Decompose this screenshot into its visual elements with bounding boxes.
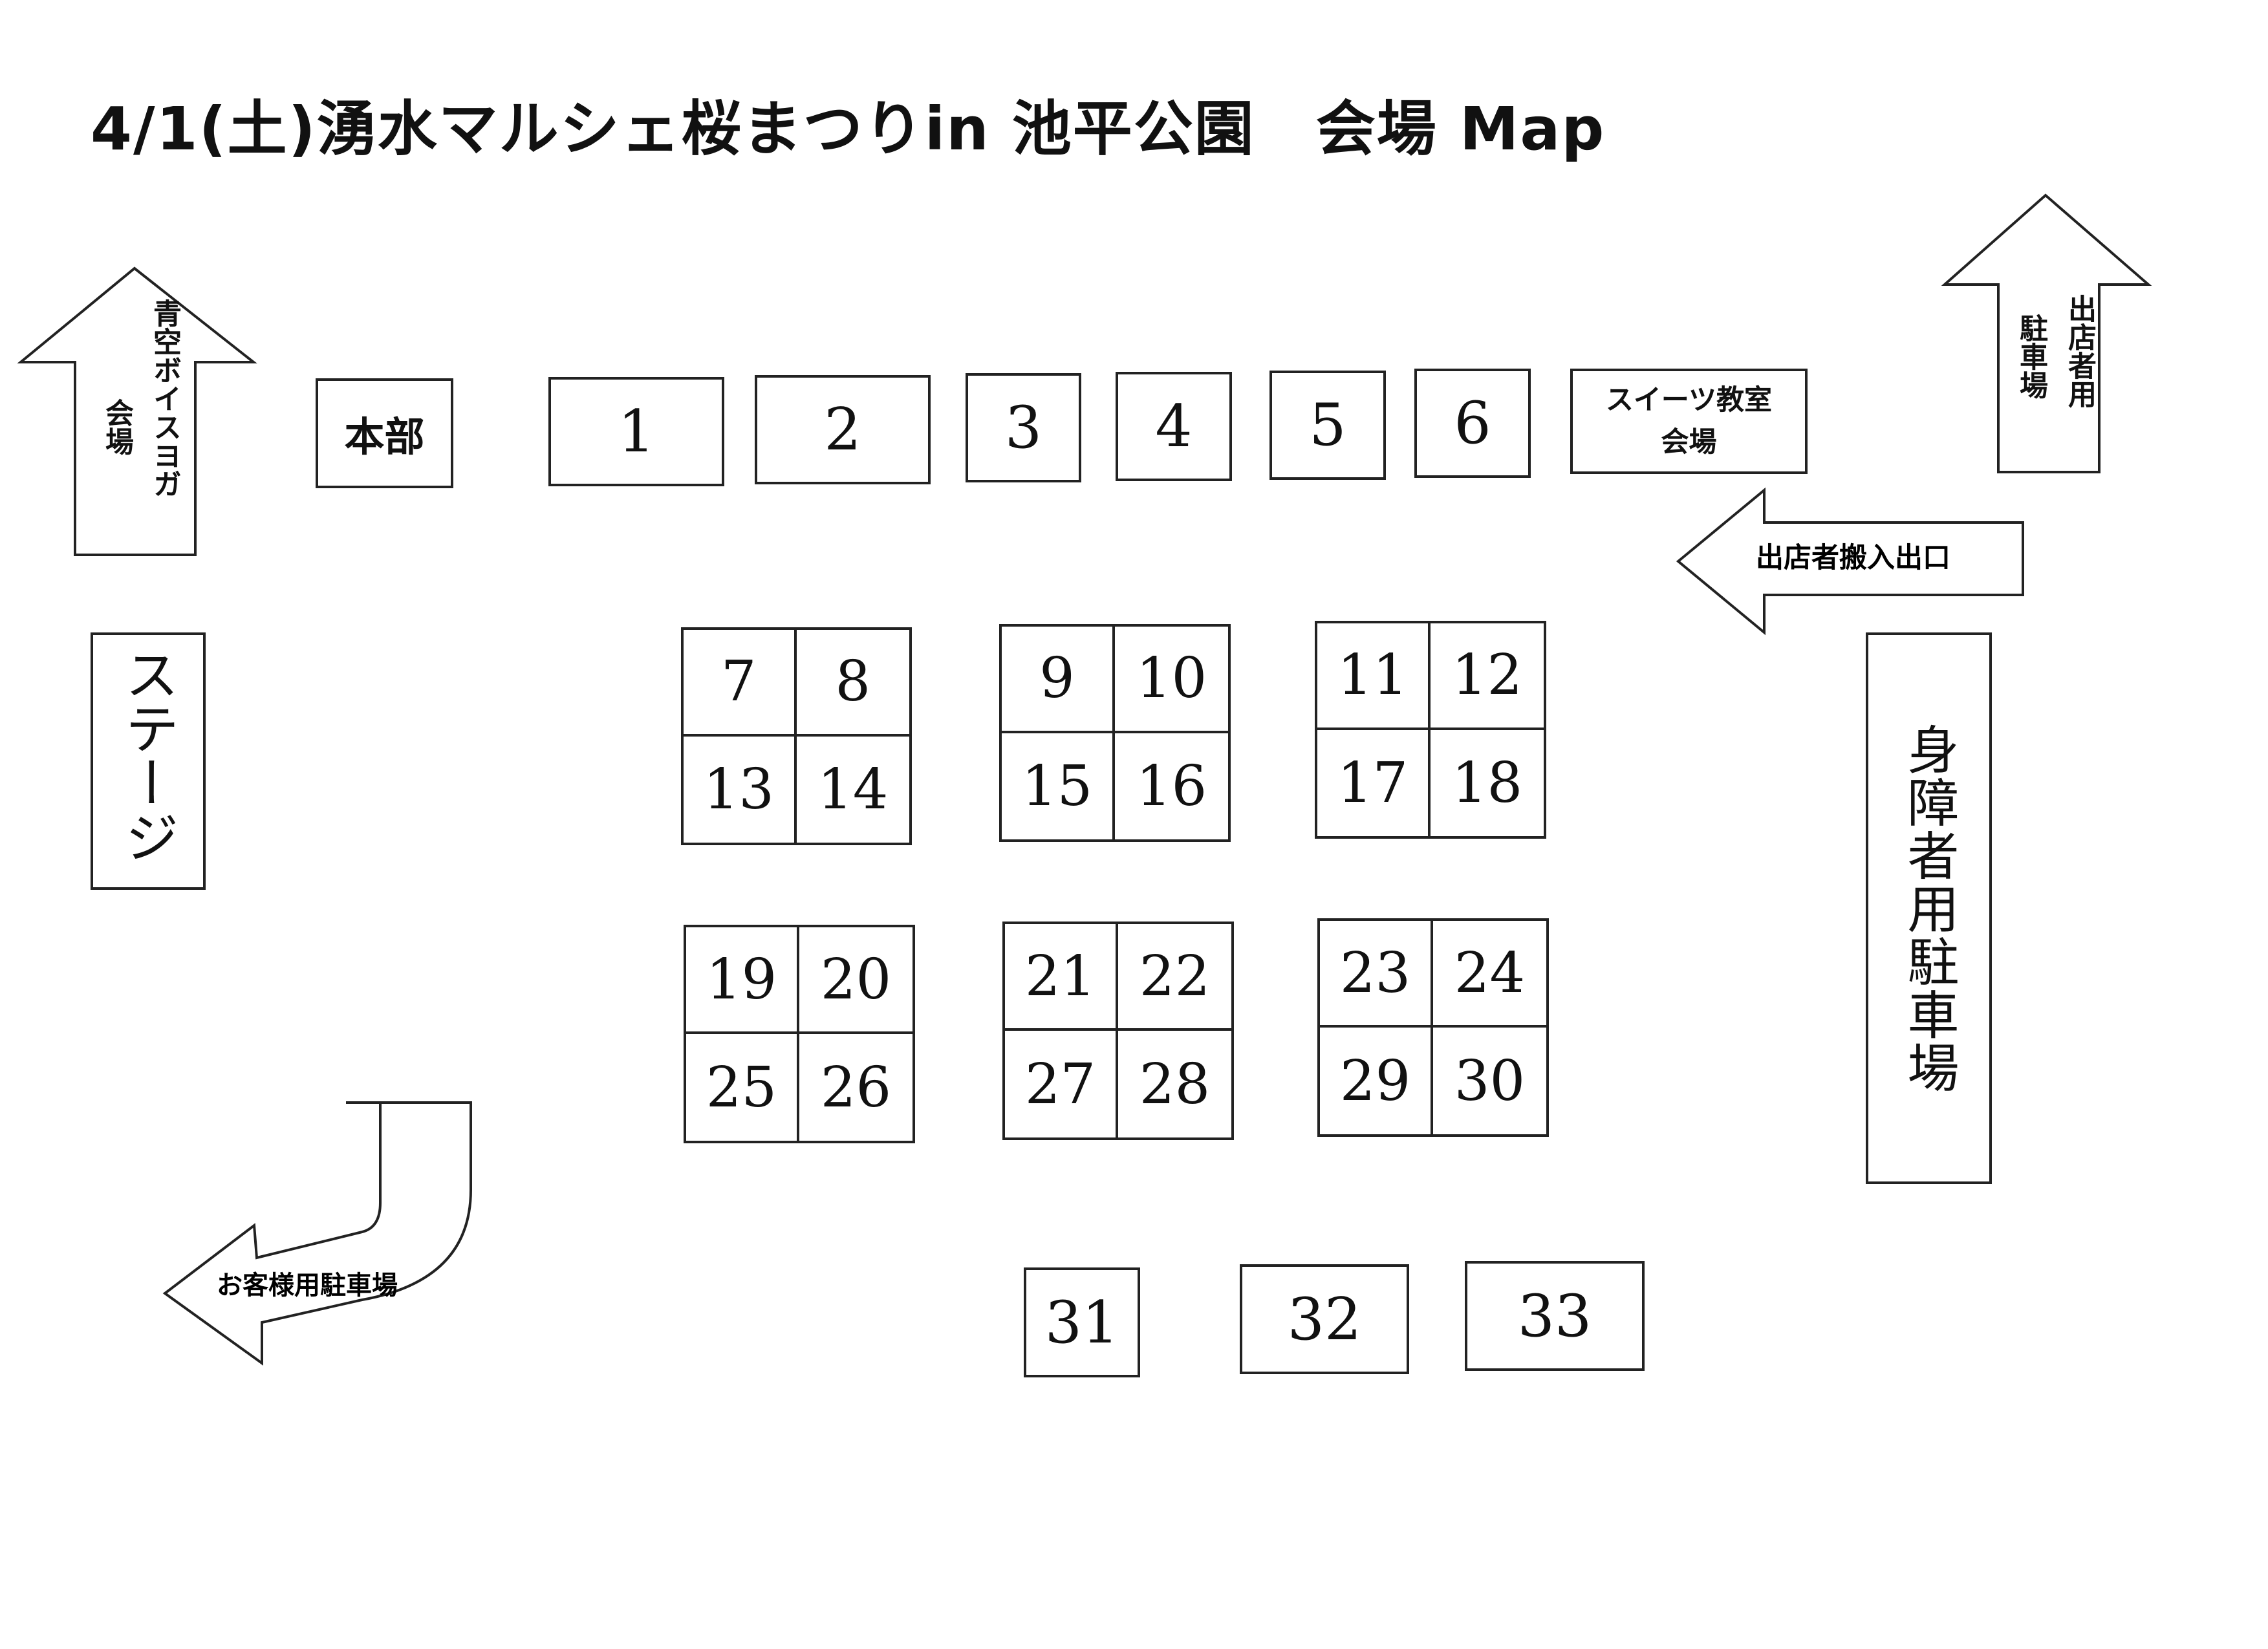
booth-33: 33 — [1465, 1261, 1645, 1371]
sweets-class-box: スイーツ教室 会場 — [1570, 369, 1808, 474]
vendor-parking-label-1: 出店者用 — [2063, 294, 2096, 408]
customer-parking-arrow-icon — [162, 1101, 472, 1366]
booth-6: 6 — [1414, 369, 1531, 478]
yoga-label-2: 会場 — [100, 398, 133, 455]
booth-17: 17 — [1317, 729, 1431, 836]
booth-block-e: 21 22 27 28 — [1002, 921, 1234, 1140]
booth-block-c: 11 12 17 18 — [1315, 621, 1546, 839]
accessible-parking-label: 身障者用駐車場 — [1899, 722, 1960, 1094]
booth-24: 24 — [1433, 921, 1546, 1028]
stage-box: ステージ — [91, 632, 206, 890]
booth-18: 18 — [1451, 750, 1523, 815]
booth-25: 25 — [686, 1034, 799, 1141]
booth-9: 9 — [1002, 627, 1115, 733]
booth-block-d: 19 20 25 26 — [684, 925, 915, 1143]
booth-7: 7 — [684, 630, 797, 737]
vendor-parking-label-2: 駐車場 — [2014, 314, 2047, 399]
vendor-parking-arrow-icon — [1941, 193, 2152, 473]
booth-number: 3 — [1004, 394, 1042, 462]
booth-5: 5 — [1269, 371, 1386, 480]
stage-label: ステージ — [116, 647, 180, 864]
booth-block-a: 7 8 13 14 — [681, 627, 912, 845]
booth-11: 11 — [1317, 623, 1431, 730]
booth-23: 23 — [1320, 921, 1433, 1028]
sweets-class-label-1: スイーツ教室 — [1605, 384, 1773, 416]
booth-number: 5 — [1309, 391, 1346, 459]
booth-block-b: 9 10 15 16 — [999, 624, 1231, 842]
booth-number: 32 — [1287, 1285, 1362, 1353]
customer-parking-label: お客様用駐車場 — [217, 1271, 398, 1300]
booth-10: 10 — [1115, 627, 1228, 733]
booth-number: 6 — [1454, 389, 1491, 457]
headquarters-box: 本部 — [316, 378, 453, 488]
map-title: 4/1(土)湧水マルシェ桜まつりin 池平公園 会場 Map — [91, 94, 1606, 164]
booth-21: 21 — [1005, 924, 1118, 1031]
booth-30: 30 — [1454, 1048, 1526, 1114]
booth-number: 33 — [1517, 1282, 1592, 1350]
booth-number: 4 — [1155, 393, 1193, 460]
booth-15: 15 — [1002, 733, 1115, 839]
accessible-parking-box: 身障者用駐車場 — [1866, 632, 1992, 1184]
booth-20: 20 — [799, 927, 913, 1034]
booth-13: 13 — [684, 736, 797, 843]
booth-14: 14 — [817, 757, 889, 822]
booth-19: 19 — [686, 927, 799, 1034]
booth-3: 3 — [966, 373, 1081, 482]
booth-22: 22 — [1118, 924, 1231, 1031]
yoga-arrow-icon — [17, 266, 257, 556]
booth-12: 12 — [1431, 623, 1544, 730]
yoga-label-1: 青空ボイスヨガ — [148, 299, 181, 498]
booth-16: 16 — [1136, 753, 1207, 819]
booth-1: 1 — [548, 377, 724, 486]
booth-4: 4 — [1116, 372, 1232, 481]
booth-31: 31 — [1024, 1267, 1140, 1377]
booth-2: 2 — [755, 375, 931, 484]
headquarters-label: 本部 — [344, 413, 425, 460]
booth-block-f: 23 24 29 30 — [1317, 918, 1549, 1137]
booth-32: 32 — [1240, 1264, 1409, 1374]
booth-29: 29 — [1320, 1028, 1433, 1134]
sweets-class-label-2: 会場 — [1661, 426, 1717, 458]
booth-number: 1 — [618, 398, 655, 466]
vendor-entrance-label: 出店者搬入出口 — [1756, 542, 1950, 574]
booth-number: 2 — [824, 396, 861, 464]
booth-28: 28 — [1139, 1051, 1211, 1117]
booth-27: 27 — [1005, 1031, 1118, 1137]
booth-number: 31 — [1044, 1288, 1119, 1357]
vendor-entrance-arrow-icon — [1676, 487, 2024, 636]
booth-26: 26 — [820, 1055, 892, 1120]
booth-8: 8 — [796, 630, 909, 737]
